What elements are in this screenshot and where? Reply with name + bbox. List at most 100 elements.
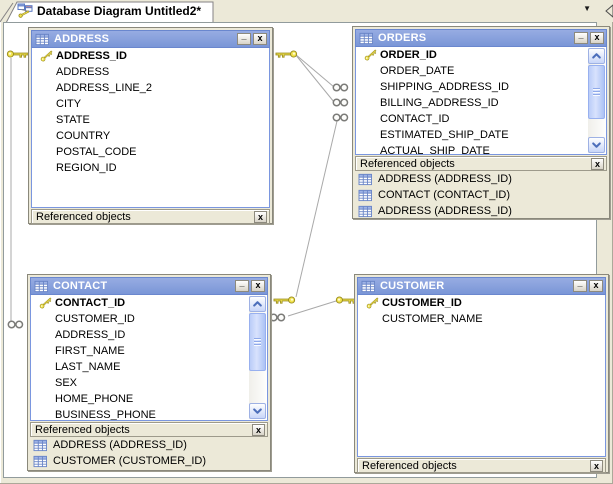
infinity-icon[interactable] xyxy=(332,83,349,92)
table-titlebar[interactable]: CUSTOMER _ x xyxy=(357,277,606,295)
relationship-line-contact-customer[interactable] xyxy=(287,300,337,317)
table-window-customer[interactable]: CUSTOMER _ x CUSTOMER_ID CUSTOMER_NAME R… xyxy=(354,274,609,473)
column-row[interactable]: CONTACT_ID xyxy=(356,111,606,127)
diagram-canvas[interactable]: ADDRESS _ x ADDRESS_ID ADDRESS ADDRESS_L… xyxy=(3,22,610,478)
column-row[interactable]: CUSTOMER_NAME xyxy=(358,311,605,327)
column-row[interactable]: ORDER_ID xyxy=(356,47,606,63)
close-button[interactable]: x xyxy=(589,280,603,292)
table-titlebar[interactable]: ADDRESS _ x xyxy=(31,30,270,48)
scrollbar-thumb[interactable] xyxy=(588,65,605,119)
close-button[interactable]: x xyxy=(251,280,265,292)
referenced-object-name: CUSTOMER (CUSTOMER_ID) xyxy=(53,455,206,467)
column-name: ADDRESS_ID xyxy=(55,329,126,341)
column-row[interactable]: FIRST_NAME xyxy=(31,343,267,359)
column-row[interactable]: BUSINESS_PHONE xyxy=(31,407,267,420)
column-list[interactable]: CUSTOMER_ID CUSTOMER_NAME xyxy=(357,295,606,457)
relationship-line-orders-billing-address[interactable] xyxy=(294,53,335,103)
key-icon[interactable] xyxy=(273,295,296,305)
scrollbar-thumb[interactable] xyxy=(249,313,266,371)
close-button[interactable]: x xyxy=(253,33,267,45)
referenced-object-row[interactable]: ADDRESS (ADDRESS_ID) xyxy=(355,203,607,219)
referenced-objects-close-button[interactable]: x xyxy=(591,157,604,170)
table-grid-icon xyxy=(359,32,374,45)
minimize-button[interactable]: _ xyxy=(574,31,588,44)
referenced-objects-close-button[interactable]: x xyxy=(254,210,267,223)
key-icon xyxy=(364,295,381,311)
table-icon xyxy=(33,455,48,468)
column-row[interactable]: POSTAL_CODE xyxy=(32,144,269,160)
column-row[interactable]: STATE xyxy=(32,112,269,128)
table-window-contact[interactable]: CONTACT _ x CONTACT_ID CUSTOMER_ID ADDRE… xyxy=(27,274,271,471)
referenced-objects-bar[interactable]: Referenced objects x xyxy=(355,156,607,171)
chevron-down-icon xyxy=(250,403,265,419)
tab-shape xyxy=(0,1,214,23)
column-row[interactable]: SEX xyxy=(31,375,267,391)
relationship-line-orders-shipping-address[interactable] xyxy=(294,53,335,88)
key-icon xyxy=(37,295,54,311)
minimize-button[interactable]: _ xyxy=(573,279,587,292)
vertical-scrollbar[interactable] xyxy=(588,48,605,153)
referenced-objects-bar[interactable]: Referenced objects x xyxy=(30,422,268,437)
referenced-object-row[interactable]: ADDRESS (ADDRESS_ID) xyxy=(355,171,607,187)
column-name: CUSTOMER_NAME xyxy=(382,313,483,325)
edge-arrow-icon[interactable] xyxy=(603,3,613,19)
referenced-object-row[interactable]: ADDRESS (ADDRESS_ID) xyxy=(30,437,268,453)
column-row[interactable]: ACTUAL_SHIP_DATE xyxy=(356,143,606,154)
tab-title[interactable]: Database Diagram Untitled2* xyxy=(37,4,202,18)
table-title: ADDRESS xyxy=(54,33,110,45)
relationship-line-orders-contact[interactable] xyxy=(295,120,338,298)
key-icon[interactable] xyxy=(275,49,298,59)
infinity-icon[interactable] xyxy=(269,313,286,322)
column-row[interactable]: BILLING_ADDRESS_ID xyxy=(356,95,606,111)
column-row[interactable]: CITY xyxy=(32,96,269,112)
column-row[interactable]: CUSTOMER_ID xyxy=(358,295,605,311)
referenced-objects-close-button[interactable]: x xyxy=(252,423,265,436)
chevron-up-icon xyxy=(250,296,265,312)
column-row[interactable]: REGION_ID xyxy=(32,160,269,176)
referenced-object-row[interactable]: CUSTOMER (CUSTOMER_ID) xyxy=(30,453,268,469)
column-row[interactable]: CUSTOMER_ID xyxy=(31,311,267,327)
column-row[interactable]: ADDRESS xyxy=(32,64,269,80)
scroll-down-button[interactable] xyxy=(249,403,266,419)
key-icon[interactable] xyxy=(6,49,29,59)
referenced-objects-bar[interactable]: Referenced objects x xyxy=(31,209,270,224)
table-title: CONTACT xyxy=(53,280,108,292)
scroll-up-button[interactable] xyxy=(249,296,266,312)
referenced-object-row[interactable]: CONTACT (CONTACT_ID) xyxy=(355,187,607,203)
referenced-object-name: ADDRESS (ADDRESS_ID) xyxy=(53,439,187,451)
scroll-down-button[interactable] xyxy=(588,137,605,153)
column-row[interactable]: ADDRESS_ID xyxy=(32,48,269,64)
column-row[interactable]: HOME_PHONE xyxy=(31,391,267,407)
table-titlebar[interactable]: ORDERS _ x xyxy=(355,29,607,47)
table-titlebar[interactable]: CONTACT _ x xyxy=(30,277,268,295)
minimize-button[interactable]: _ xyxy=(237,32,251,45)
infinity-icon[interactable] xyxy=(7,320,24,329)
column-list[interactable]: ADDRESS_ID ADDRESS ADDRESS_LINE_2 CITY S… xyxy=(31,48,270,208)
column-row[interactable]: LAST_NAME xyxy=(31,359,267,375)
column-list[interactable]: ORDER_ID ORDER_DATE SHIPPING_ADDRESS_ID … xyxy=(355,47,607,155)
column-row[interactable]: ADDRESS_ID xyxy=(31,327,267,343)
column-row[interactable]: CONTACT_ID xyxy=(31,295,267,311)
referenced-object-name: ADDRESS (ADDRESS_ID) xyxy=(378,205,512,217)
infinity-icon[interactable] xyxy=(332,98,349,107)
tab-list-dropdown-icon[interactable]: ▼ xyxy=(583,4,591,13)
minimize-button[interactable]: _ xyxy=(235,279,249,292)
table-window-orders[interactable]: ORDERS _ x ORDER_ID ORDER_DATE SHIPPING_… xyxy=(352,26,610,219)
column-name: REGION_ID xyxy=(56,162,117,174)
column-row[interactable]: ESTIMATED_SHIP_DATE xyxy=(356,127,606,143)
column-row[interactable]: ORDER_DATE xyxy=(356,63,606,79)
scroll-up-button[interactable] xyxy=(588,48,605,64)
close-button[interactable]: x xyxy=(590,32,604,44)
infinity-icon[interactable] xyxy=(332,113,349,122)
column-name: ADDRESS xyxy=(56,66,110,78)
column-row[interactable]: COUNTRY xyxy=(32,128,269,144)
table-title: ORDERS xyxy=(378,32,427,44)
table-window-address[interactable]: ADDRESS _ x ADDRESS_ID ADDRESS ADDRESS_L… xyxy=(28,27,273,224)
referenced-objects-bar[interactable]: Referenced objects x xyxy=(357,458,606,473)
column-row[interactable]: SHIPPING_ADDRESS_ID xyxy=(356,79,606,95)
column-name: ADDRESS_LINE_2 xyxy=(56,82,152,94)
column-row[interactable]: ADDRESS_LINE_2 xyxy=(32,80,269,96)
vertical-scrollbar[interactable] xyxy=(249,296,266,419)
referenced-objects-close-button[interactable]: x xyxy=(590,459,603,472)
column-list[interactable]: CONTACT_ID CUSTOMER_ID ADDRESS_ID FIRST_… xyxy=(30,295,268,421)
